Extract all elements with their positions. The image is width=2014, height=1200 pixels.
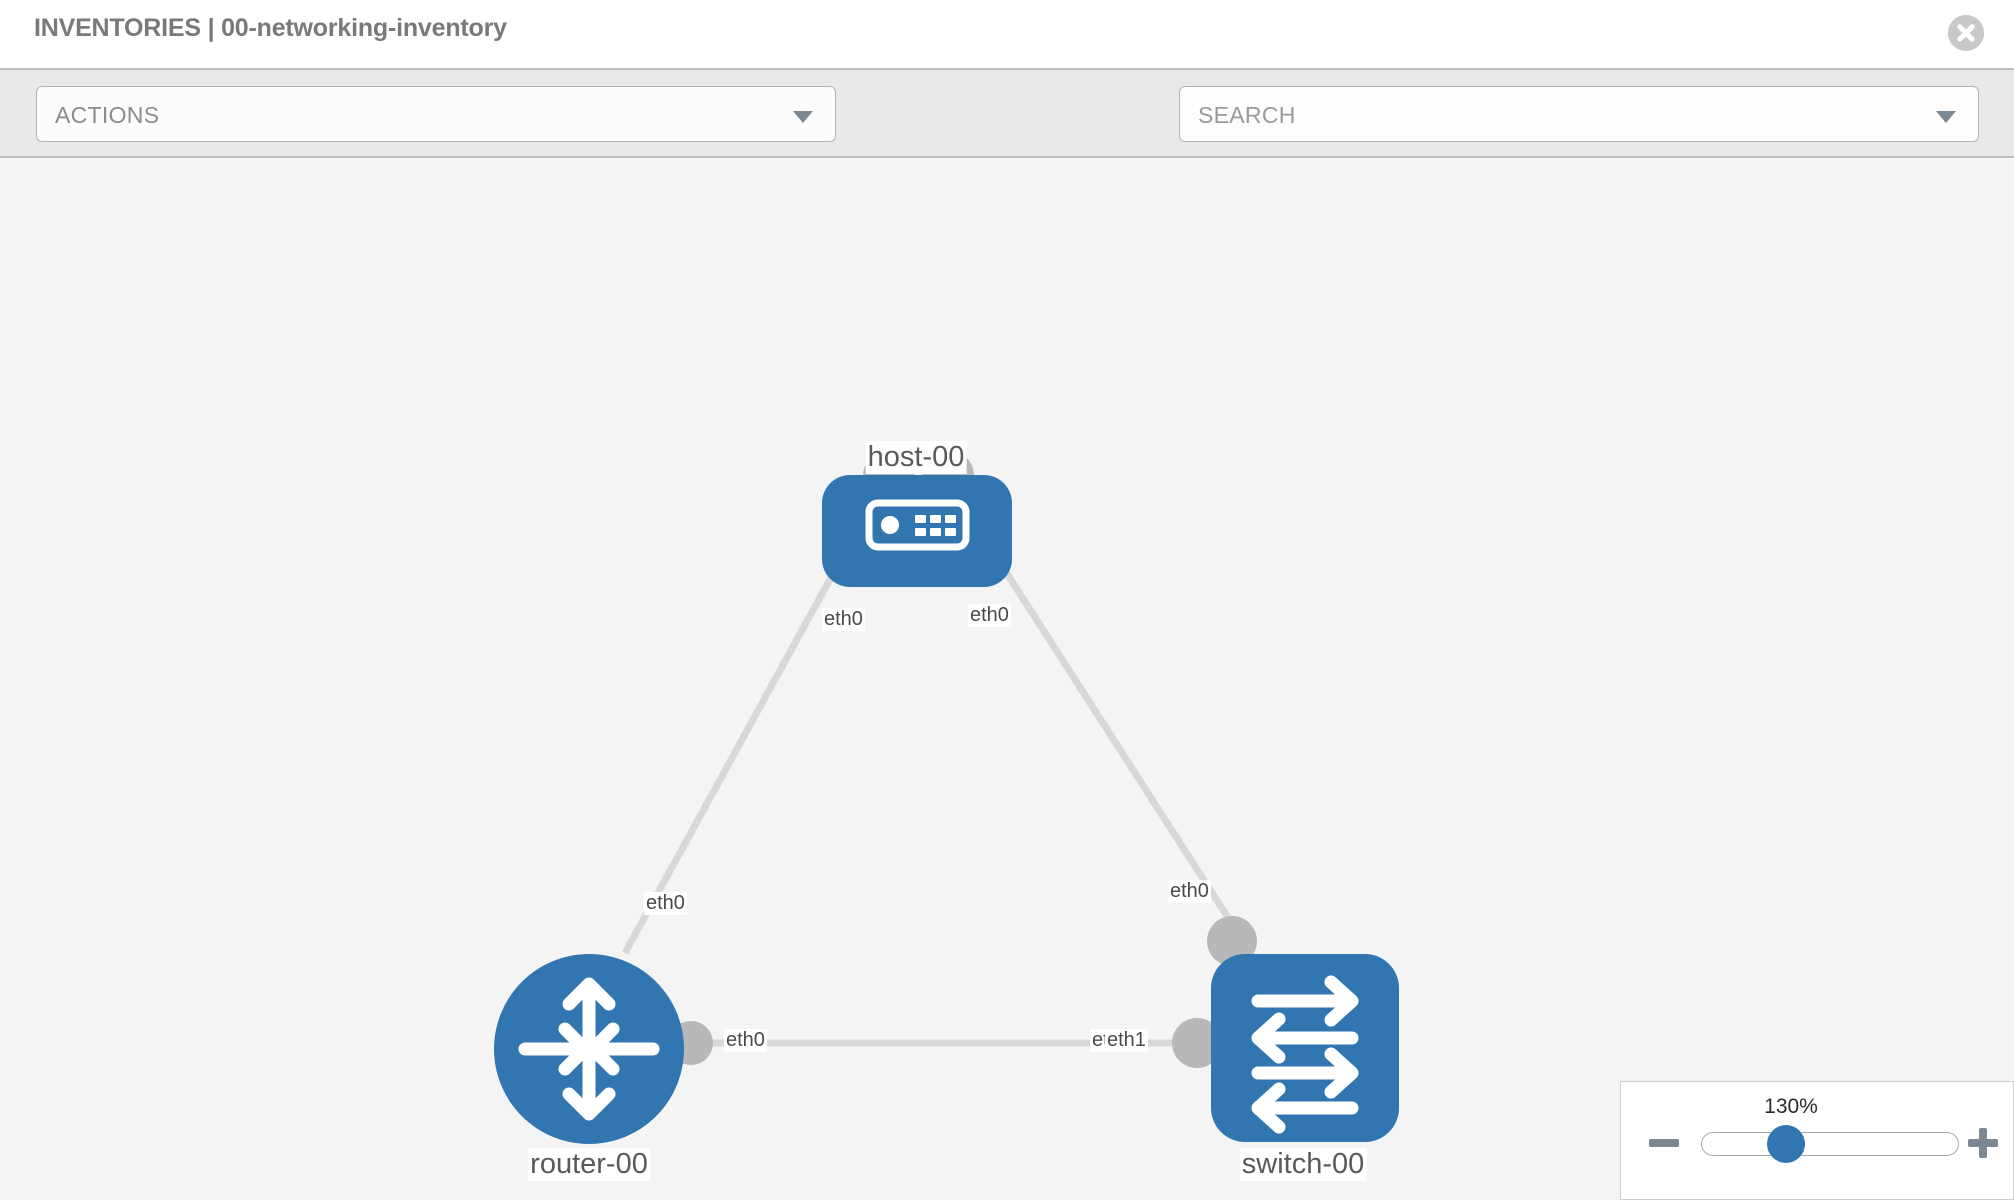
server-appliance-icon xyxy=(865,499,970,551)
topology-canvas[interactable]: host-00 router-00 switch-00 eth0 eth0 et… xyxy=(0,158,2014,1200)
page-title: INVENTORIES | 00-networking-inventory xyxy=(34,14,507,42)
node-label-router-00: router-00 xyxy=(528,1148,650,1181)
node-router-00 xyxy=(494,954,684,1144)
connector-switch00-topleft xyxy=(1207,916,1257,966)
interface-label-host00-eth0-right: eth0 xyxy=(968,604,1011,627)
zoom-slider-handle[interactable] xyxy=(1767,1125,1805,1163)
router-arrows-icon xyxy=(518,977,660,1121)
node-host-00 xyxy=(822,475,1012,587)
node-switch-00 xyxy=(1211,954,1399,1142)
interface-label-router00-eth0: eth0 xyxy=(724,1029,767,1052)
search-input[interactable]: SEARCH xyxy=(1179,86,1979,142)
interface-label-switch00-eth0-uplink: eth0 xyxy=(1168,880,1211,903)
switch-arrows-icon xyxy=(1251,975,1359,1134)
close-icon[interactable] xyxy=(1948,15,1984,51)
plus-icon[interactable] xyxy=(1966,1126,2000,1160)
zoom-level-value: 130% xyxy=(1764,1095,1818,1118)
toolbar: ACTIONS xyxy=(0,68,2014,201)
chevron-down-icon xyxy=(793,111,813,123)
interface-label-host00-eth0-left: eth0 xyxy=(822,608,865,631)
zoom-control-panel: 130% xyxy=(1620,1081,2014,1200)
connector-switch00-left xyxy=(1172,1018,1222,1068)
interface-label-router00-eth0-uplink: eth0 xyxy=(644,892,687,915)
chevron-down-icon[interactable] xyxy=(1936,111,1956,123)
page-header: INVENTORIES | 00-networking-inventory xyxy=(0,0,2014,68)
minus-icon[interactable] xyxy=(1647,1126,1681,1160)
zoom-slider-track[interactable] xyxy=(1701,1132,1959,1156)
node-label-switch-00: switch-00 xyxy=(1239,1148,1367,1181)
node-label-host-00: host-00 xyxy=(865,441,967,474)
actions-dropdown-label: ACTIONS xyxy=(55,102,160,128)
search-placeholder: SEARCH xyxy=(1198,102,1296,128)
interface-label-switch00-eth1: eth1 xyxy=(1105,1029,1148,1052)
topology-graph xyxy=(494,450,1399,1144)
actions-dropdown[interactable]: ACTIONS xyxy=(36,86,836,142)
